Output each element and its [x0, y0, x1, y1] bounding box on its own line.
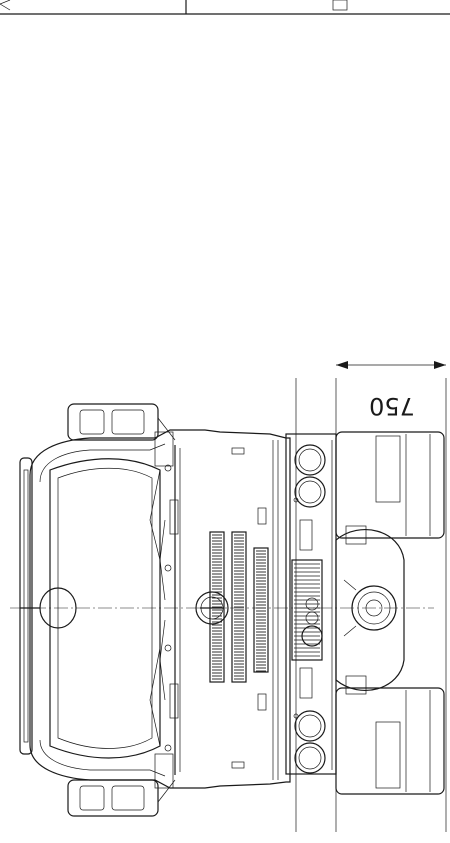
- dimension-arrow-left: [336, 361, 348, 369]
- headlights-bottom: [294, 710, 326, 774]
- brand-emblem: [195, 591, 229, 625]
- windshield: [49, 458, 161, 759]
- chassis-core: [291, 497, 323, 719]
- roof-beacon: [20, 587, 77, 629]
- wheel-bottom: [335, 687, 445, 795]
- mirror-top: [67, 403, 176, 441]
- wheel-top: [335, 431, 445, 539]
- title-block-frame: [0, 0, 450, 15]
- dimension-750: 750: [336, 361, 446, 420]
- wipers: [149, 464, 172, 752]
- front-bumper: [19, 457, 33, 755]
- dimension-value: 750: [369, 392, 415, 420]
- mirror-bottom: [67, 779, 176, 817]
- side-handles: [154, 431, 267, 789]
- axle-differential: [335, 525, 405, 695]
- reference-lines: [295, 378, 447, 832]
- radiator-grille: [195, 531, 269, 683]
- headlights-top: [294, 444, 326, 508]
- dimension-arrow-right: [434, 361, 446, 369]
